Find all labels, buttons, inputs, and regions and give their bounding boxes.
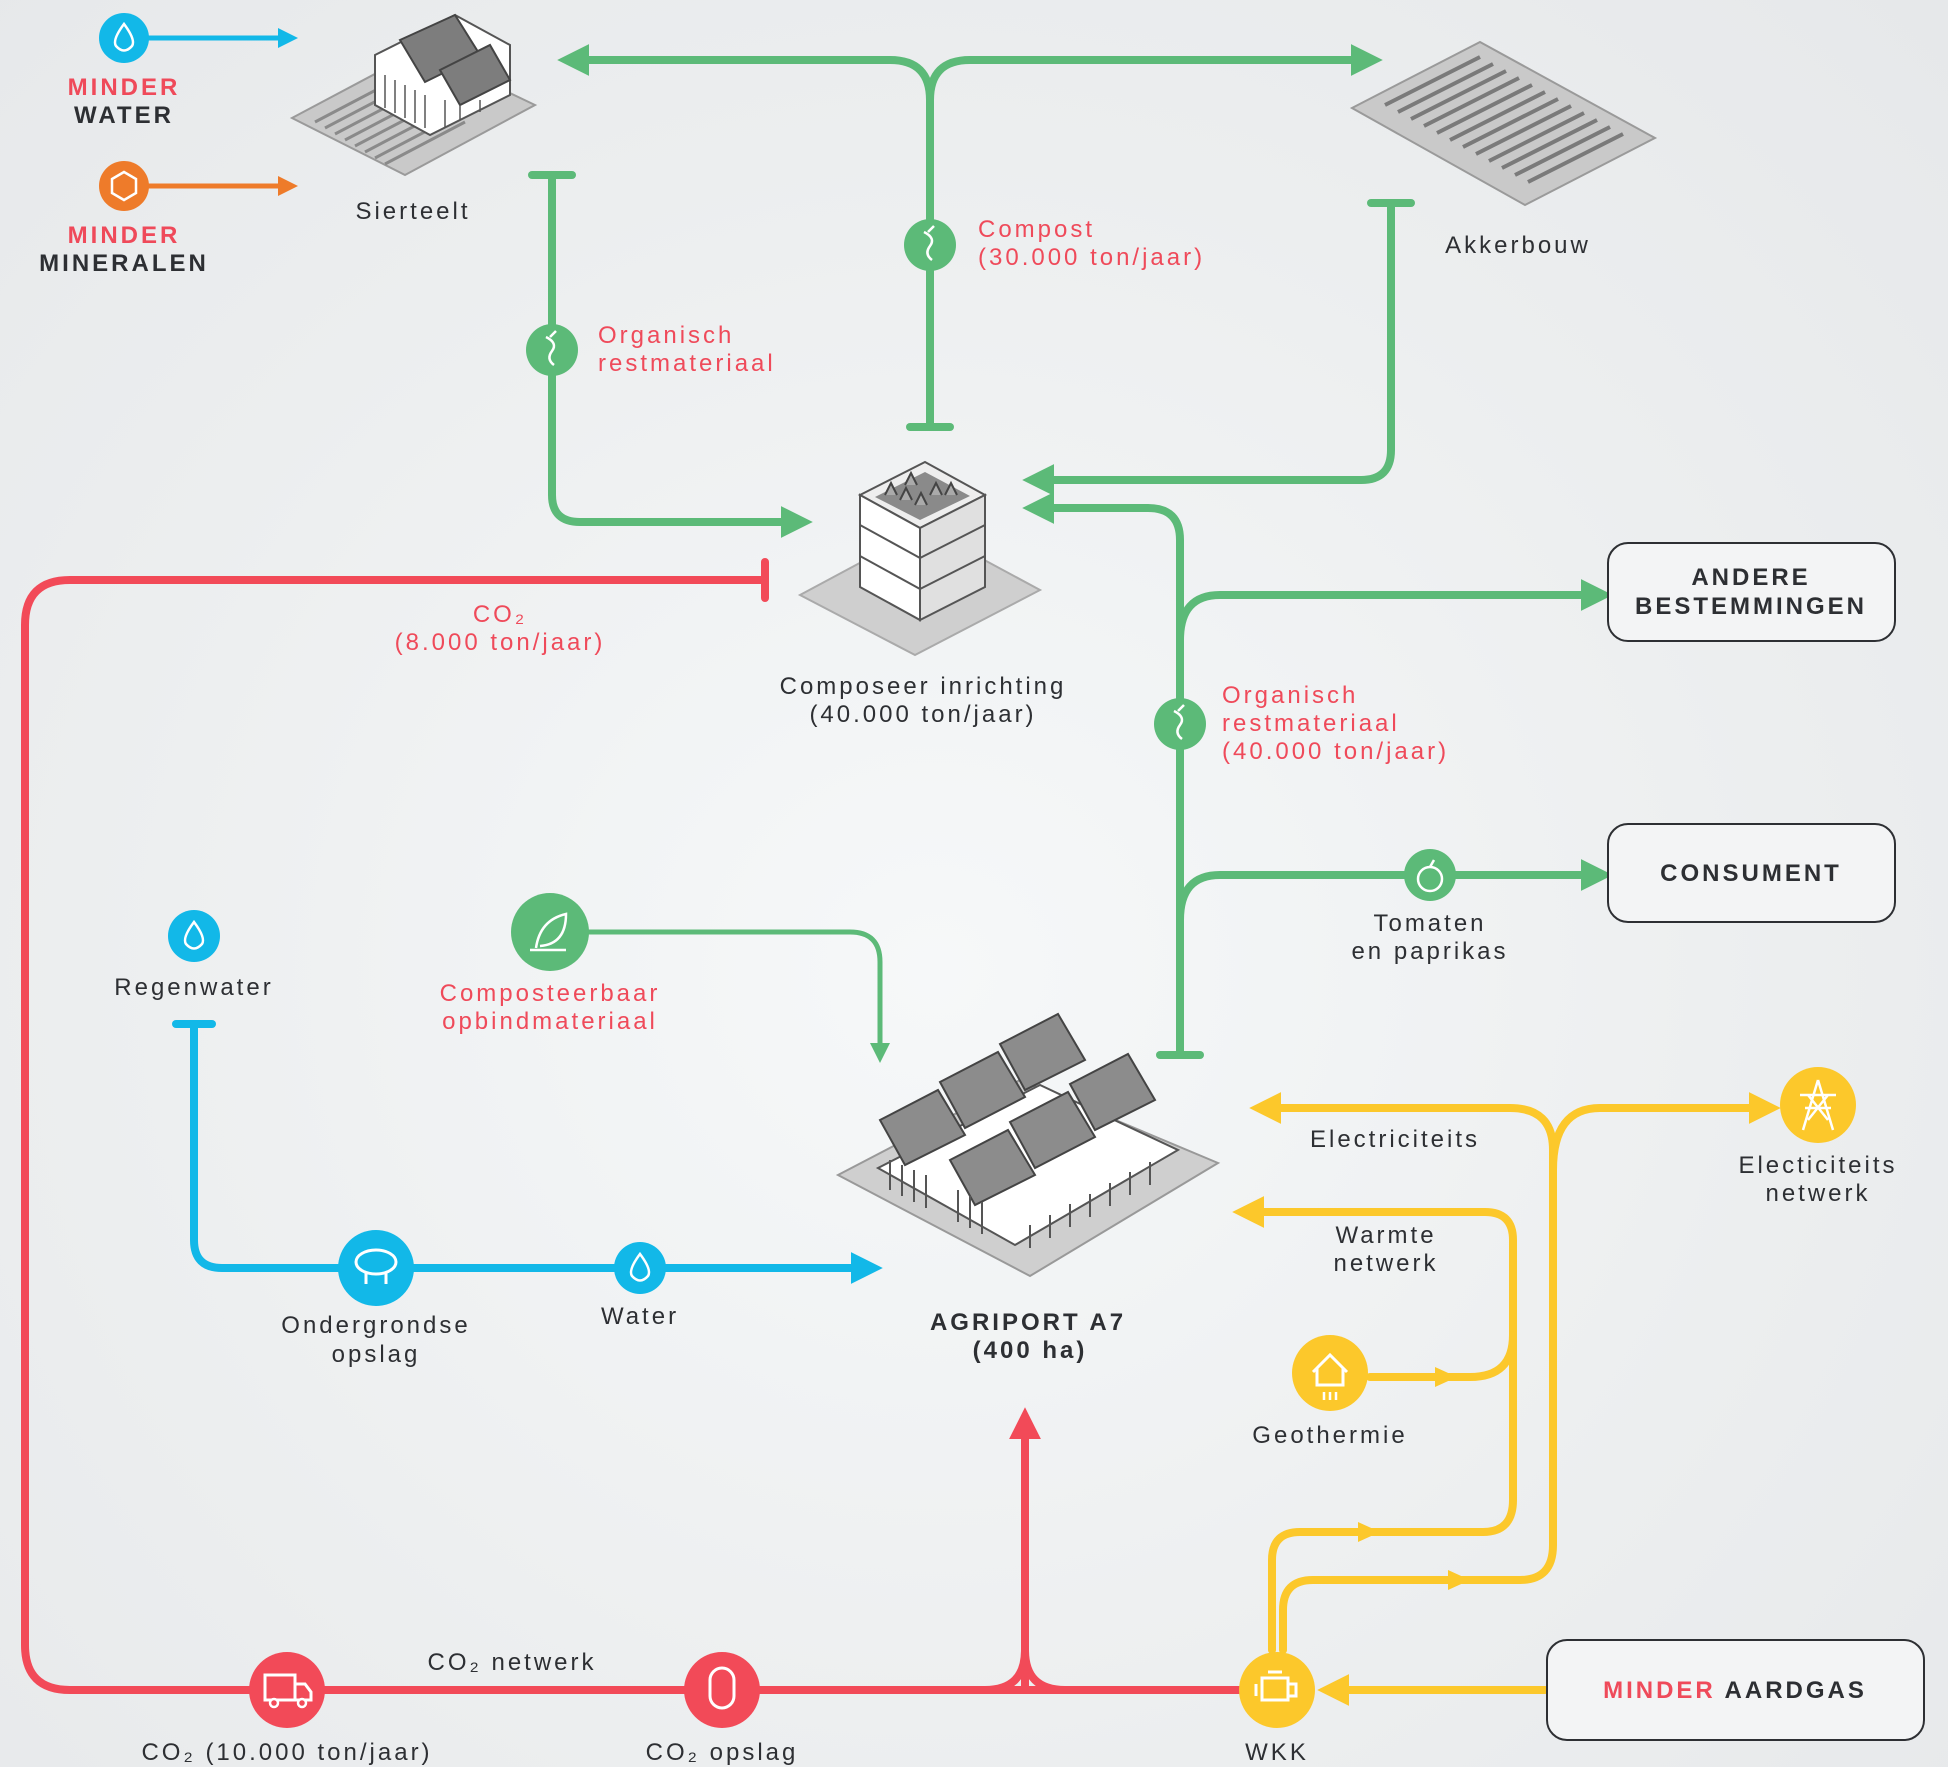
tomato-icon [1404,849,1456,901]
akkerbouw-flow [1022,199,1395,496]
compost-apple-icon [904,219,956,271]
sierteelt-illustration [289,13,538,177]
akkerbouw-label: Akkerbouw [1445,232,1591,259]
geothermie-flow [1366,1331,1517,1381]
regenwater-label: Regenwater [114,974,273,1001]
co2-netwerk-label: CO₂ netwerk [427,1649,596,1676]
co2-label-1: CO₂ [473,601,527,628]
andere-bestemmingen-box [1607,542,1896,642]
mineral-hexagon-icon [99,161,149,211]
pylon-icon [1780,1067,1856,1143]
tank-icon [684,1652,760,1728]
truck-icon [249,1652,325,1728]
agriport-label-1: AGRIPORT A7 [930,1309,1126,1336]
organisch-mid-label-3: (40.000 ton/jaar) [1222,738,1449,765]
akkerbouw-illustration [1349,40,1658,207]
geothermie-label: Geothermie [1252,1422,1407,1449]
water-drop-icon [168,910,220,962]
wkk-label: WKK [1245,1739,1309,1766]
netwerk-elec-flow [1549,1092,1781,1174]
co2-loop-line [21,576,1244,1694]
organisch-top-label-1: Organisch [598,322,734,349]
ondergrondse-label-2: opslag [332,1341,421,1368]
andere-label-2: BESTEMMINGEN [1635,593,1867,620]
balloon-icon [338,1230,414,1306]
composeer-label-1: Composeer inrichting [780,673,1067,700]
legend-mineralen-label: MINERALEN [39,250,209,277]
ondergrondse-label-1: Ondergrondse [281,1312,470,1339]
composteerbaar-label-1: Composteerbaar [440,980,661,1007]
agriport-label-2: (400 ha) [973,1337,1088,1364]
organisch-mid-flow [1022,492,1184,1059]
compost-apple-icon [1154,698,1206,750]
co2-truck-label: CO₂ (10.000 ton/jaar) [141,1739,432,1766]
tomaten-label-1: Tomaten [1373,910,1486,937]
legend-mineralen-minder: MINDER [68,222,181,249]
compost-label-1: Compost [978,216,1095,243]
co2-label-2: (8.000 ton/jaar) [395,629,606,656]
organisch-top-flow [548,171,813,538]
composteerbaar-flow [547,929,890,1063]
warmte-flow [1232,1196,1517,1654]
warmte-label-2: netwerk [1333,1250,1438,1277]
agriport-illustration [835,1012,1221,1278]
electriciteits-label: Electriciteits [1310,1126,1480,1153]
sierteelt-label: Sierteelt [355,198,470,225]
compost-label-2: (30.000 ton/jaar) [978,244,1205,271]
minder-aardgas-box [1546,1639,1925,1741]
elec-netwerk-label-1: Electiciteits [1738,1152,1897,1179]
water-label: Water [601,1303,679,1330]
regenwater-flow [190,1020,883,1284]
composteerbaar-label-2: opbindmateriaal [442,1008,658,1035]
consument-label: CONSUMENT [1660,860,1842,887]
compost-flow-right [926,44,1383,104]
leaf-icon [511,893,589,971]
minder-aardgas-label: MINDER AARDGAS [1603,1677,1867,1704]
organisch-mid-label-2: restmateriaal [1222,710,1400,737]
warmte-label-1: Warmte [1335,1222,1436,1249]
consument-box [1607,823,1896,923]
consument-flow [1176,859,1613,924]
green-flows [528,44,1613,1063]
composeer-label-2: (40.000 ton/jaar) [809,701,1036,728]
composeer-illustration [797,460,1043,657]
house-heat-icon [1292,1335,1368,1411]
organisch-top-label-2: restmateriaal [598,350,776,377]
co2-opslag-label: CO₂ opslag [646,1739,799,1766]
elec-netwerk-label-2: netwerk [1765,1180,1870,1207]
andere-label-1: ANDERE [1691,564,1810,591]
yellow-flows [1232,1092,1781,1706]
blue-flows [137,28,883,1284]
water-drop-icon [99,13,149,63]
legend-water-minder: MINDER [68,74,181,101]
tomaten-label-2: en paprikas [1351,938,1508,965]
legend-water-label: WATER [74,102,174,129]
engine-icon [1239,1652,1315,1728]
red-flows [21,558,1244,1694]
compost-apple-icon [526,324,578,376]
water-drop-icon [614,1242,666,1294]
electriciteits-flow [1249,1092,1557,1654]
andere-flow [1176,579,1613,644]
organisch-mid-label-1: Organisch [1222,682,1358,709]
